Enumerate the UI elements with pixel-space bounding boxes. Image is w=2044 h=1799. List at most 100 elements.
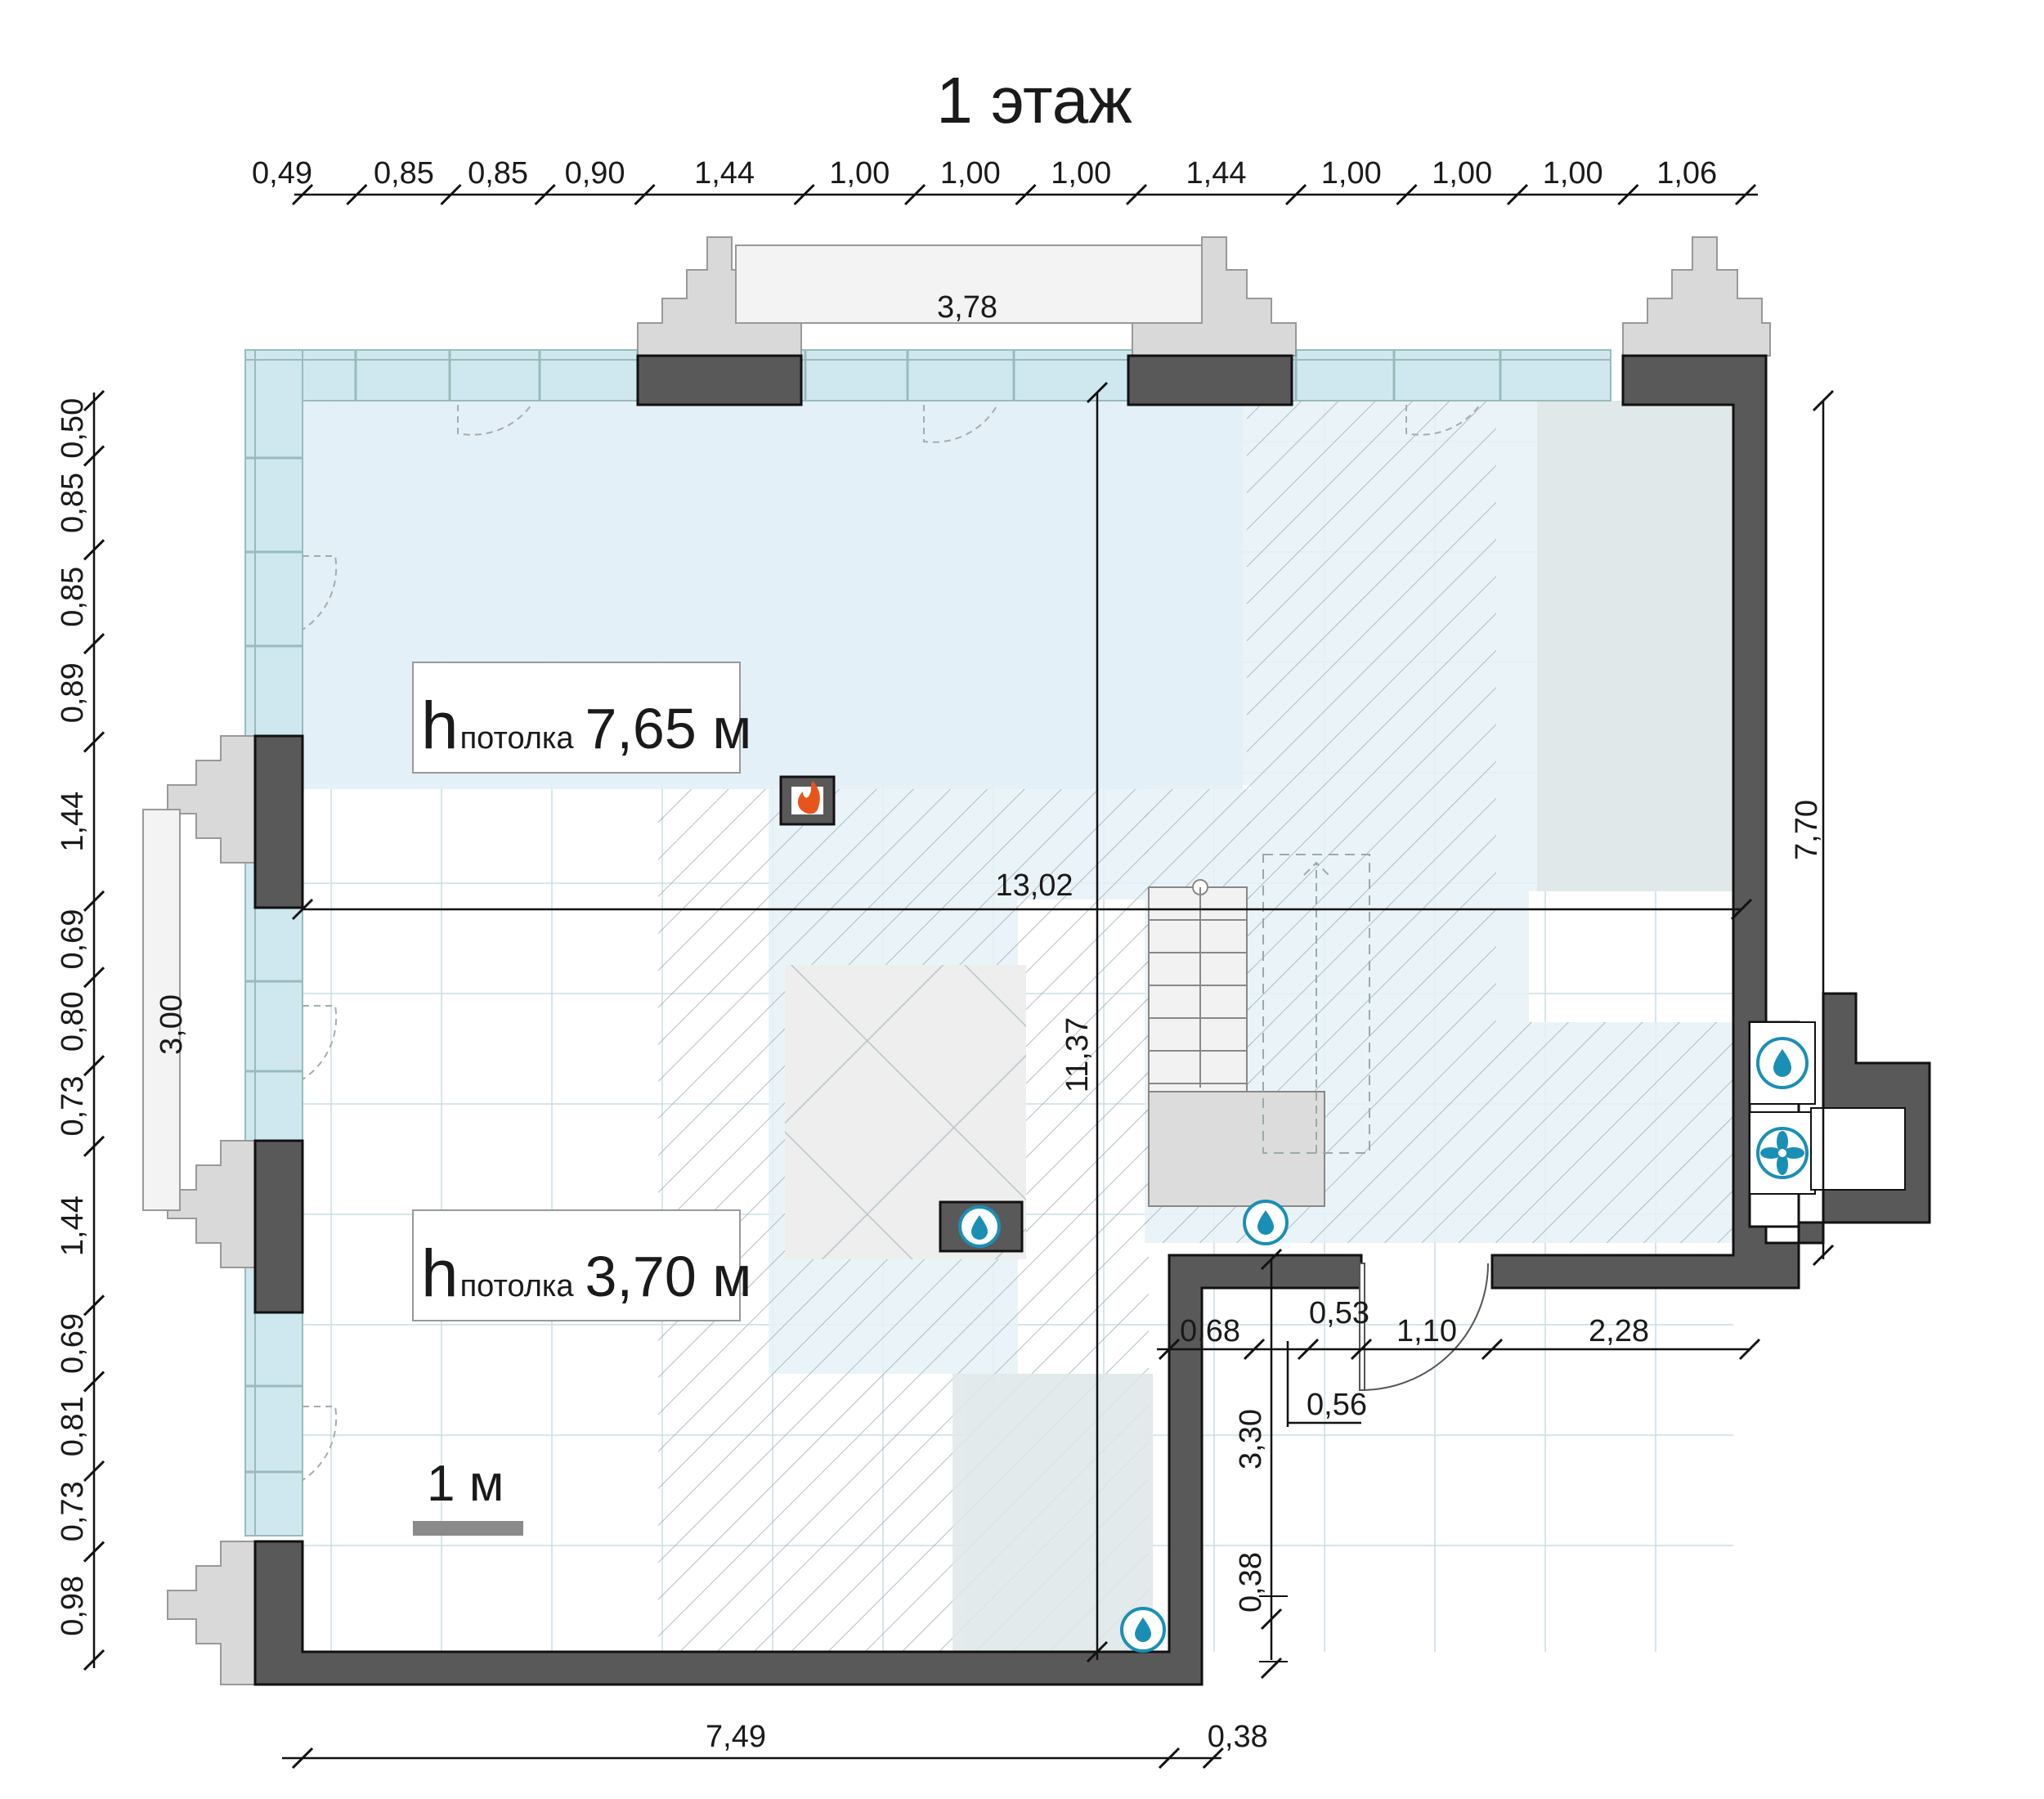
ventilation-shaft <box>1756 1127 1809 1179</box>
dim-depth-056: 0,56 <box>1307 1388 1367 1422</box>
dimension-tick <box>83 445 105 467</box>
dimension-tick <box>1202 1747 1224 1770</box>
dim-step-068: 0,68 <box>1180 1314 1240 1348</box>
dimension-tick <box>83 890 105 913</box>
fan-icon <box>1760 1131 1804 1175</box>
dimension-tick <box>83 1135 105 1157</box>
dim-total-height: 11,37 <box>1060 1017 1095 1092</box>
dim-depth-330: 3,30 <box>1234 1409 1268 1469</box>
ceiling-sub: потолка <box>460 721 575 756</box>
dimension-label: 0,50 <box>56 398 90 459</box>
dimension-tick <box>83 1460 105 1483</box>
dimension-label: 1,00 <box>829 156 890 191</box>
dim-step-053: 0,53 <box>1309 1296 1369 1330</box>
dimension-chain-left: 0,50 0,85 0,85 0,89 1,44 0,69 0,80 0,73 1,44 0,69… <box>56 389 105 1671</box>
ceiling-prefix: h <box>421 1236 459 1311</box>
dimension-label: 0,73 <box>56 1481 90 1541</box>
grey-zone-right <box>1537 401 1733 891</box>
dimension-tick <box>346 183 368 206</box>
staircase <box>1148 879 1325 1207</box>
scale-label: 1 м <box>427 1456 504 1512</box>
dimension-label: 0,69 <box>56 909 90 970</box>
dimension-label: 0,69 <box>56 1313 90 1374</box>
ceiling-sub: потолка <box>460 1269 575 1303</box>
fire-icon <box>797 781 820 814</box>
dimension-tick <box>534 183 556 206</box>
dim-left-window: 3,00 <box>155 994 189 1055</box>
dimension-tick <box>1506 183 1529 206</box>
dim-top-window: 3,78 <box>937 290 997 325</box>
fireplace <box>779 775 836 826</box>
ceiling-value: 7,65 м <box>585 697 752 760</box>
water-drop-icon <box>1257 1210 1274 1235</box>
water-point-stair <box>1243 1200 1289 1245</box>
dimension-label: 0,85 <box>374 156 434 191</box>
dimension-label: 1,44 <box>1186 156 1247 191</box>
dimension-tick <box>1158 1747 1181 1770</box>
dimension-tick <box>83 1541 105 1563</box>
dimension-label: 0,89 <box>56 662 90 723</box>
dimension-label: 0,81 <box>56 1396 90 1456</box>
dimension-tick <box>83 389 105 412</box>
dimension-tick <box>83 633 105 655</box>
dimension-label: 1,44 <box>56 792 90 852</box>
dimension-label: 1,00 <box>1051 156 1111 191</box>
dimension-label: 0,90 <box>565 156 625 191</box>
dimension-tick <box>1284 183 1307 206</box>
ceiling-value: 3,70 м <box>585 1245 752 1308</box>
dimension-tick <box>1617 183 1639 206</box>
glazing <box>244 349 1611 1537</box>
dimension-tick <box>83 539 105 561</box>
dimension-label: 1,44 <box>56 1196 90 1256</box>
dimension-tick <box>1396 183 1418 206</box>
ceiling-label-upper: hпотолка 7,65 м <box>412 662 751 774</box>
dimension-label: 1,00 <box>1432 156 1492 191</box>
dimension-label: 0,85 <box>468 156 528 191</box>
dimension-label: 1,00 <box>1543 156 1603 191</box>
dimension-tick <box>83 967 105 989</box>
dimension-tick <box>83 1371 105 1393</box>
dimension-label: 0,80 <box>56 991 90 1052</box>
dimension-tick <box>83 1055 105 1077</box>
dimension-label: 7,49 <box>706 1720 766 1754</box>
water-drop-icon <box>971 1215 988 1240</box>
dimension-label: 0,38 <box>1208 1720 1268 1754</box>
dimension-tick <box>440 183 462 206</box>
dimension-tick <box>291 1747 314 1770</box>
dimension-tick <box>634 183 656 206</box>
dim-total-width: 13,02 <box>995 868 1073 903</box>
dimension-tick <box>1734 183 1757 206</box>
ceiling-label-lower: hпотолка 3,70 м <box>412 1209 751 1321</box>
floor-title: 1 этаж <box>936 64 1132 137</box>
dimension-tick <box>291 183 314 206</box>
dimension-label: 0,73 <box>56 1076 90 1137</box>
dimension-tick <box>83 1649 105 1671</box>
dimension-label: 0,85 <box>56 567 90 627</box>
piers <box>167 236 1771 1685</box>
water-drop-icon <box>1135 1617 1151 1642</box>
dimension-tick <box>1125 183 1148 206</box>
ceiling-prefix: h <box>421 689 459 763</box>
water-point-corner <box>1120 1607 1166 1653</box>
dimension-label: 1,00 <box>1321 156 1382 191</box>
dim-right-wall: 2,28 <box>1589 1314 1649 1348</box>
dimension-label: 0,85 <box>56 473 90 533</box>
dim-right-height: 7,70 <box>1790 800 1824 860</box>
dimension-tick <box>904 183 926 206</box>
dim-door: 1,10 <box>1396 1314 1457 1348</box>
water-point-shaft <box>1756 1037 1809 1089</box>
dim-depth-038: 0,38 <box>1234 1552 1268 1613</box>
dimension-chain-bottom: 7,49 0,38 <box>282 1720 1268 1770</box>
dimension-label: 1,44 <box>694 156 755 191</box>
dimension-tick <box>83 1294 105 1317</box>
water-point-center <box>939 1200 1024 1253</box>
dimension-tick <box>83 731 105 753</box>
dimension-tick <box>793 183 815 206</box>
scale-bar <box>413 1521 523 1536</box>
water-drop-icon <box>1773 1049 1791 1077</box>
dimension-tick <box>1015 183 1037 206</box>
